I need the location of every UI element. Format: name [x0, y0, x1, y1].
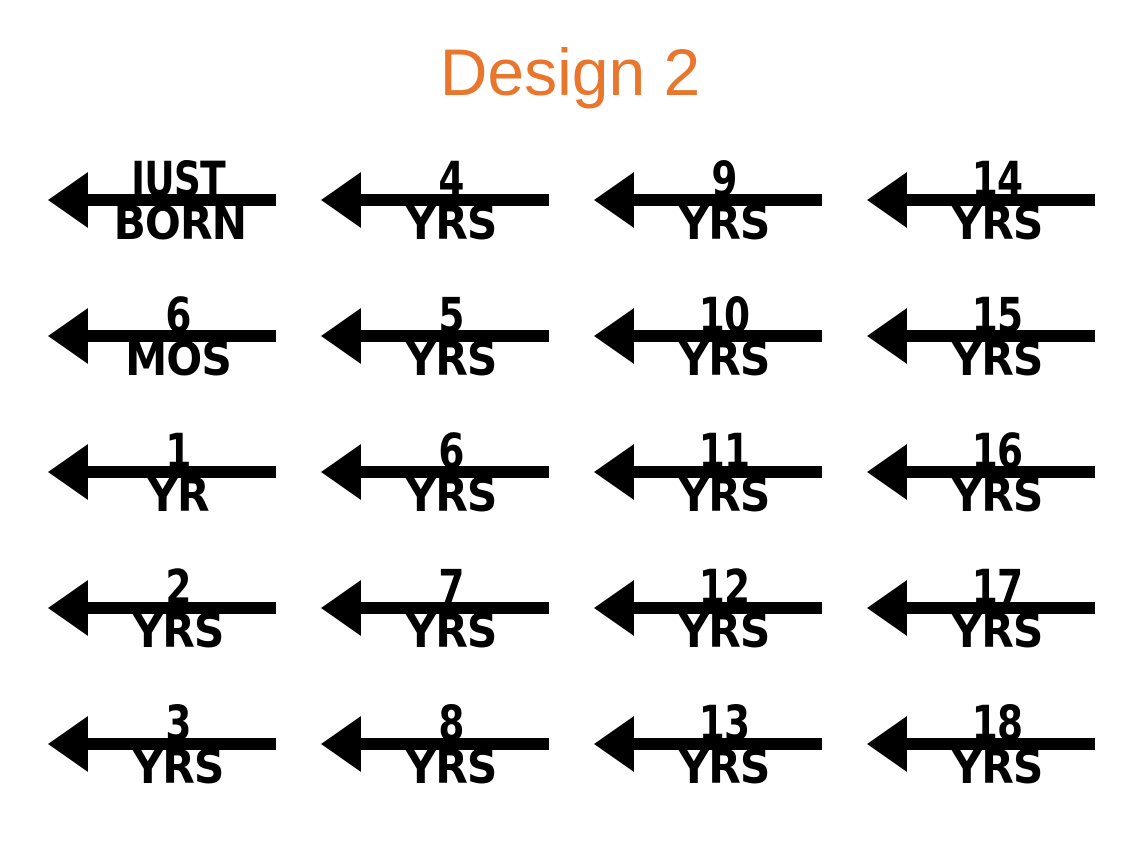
arrow-shaft [351, 466, 549, 478]
arrow-shaft [624, 738, 822, 750]
arrow-shaft [624, 602, 822, 614]
arrow-shaft [624, 194, 822, 206]
age-number-label: JUST [131, 152, 226, 208]
arrow-shaft [78, 466, 276, 478]
age-number-label: 2 [165, 560, 191, 616]
arrow-shaft [351, 330, 549, 342]
age-unit-label: YRS [678, 196, 771, 250]
age-number-label: 11 [698, 424, 750, 480]
age-number-label: 18 [971, 696, 1023, 752]
age-unit-label: YRS [405, 468, 498, 522]
arrow-shaft [78, 194, 276, 206]
age-number-label: 14 [971, 152, 1023, 208]
age-unit-label: YRS [951, 740, 1044, 794]
age-number-label: 17 [971, 560, 1023, 616]
arrow-shaft [78, 738, 276, 750]
age-number-label: 5 [438, 288, 464, 344]
age-unit-label: MOS [125, 332, 232, 386]
age-unit-label: YRS [132, 740, 225, 794]
age-unit-label: YRS [405, 604, 498, 658]
age-number-label: 3 [165, 696, 191, 752]
age-unit-label: YRS [951, 332, 1044, 386]
age-number-label: 6 [438, 424, 464, 480]
age-number-label: 12 [698, 560, 750, 616]
age-unit-label: YRS [132, 604, 225, 658]
age-unit-label: YRS [951, 604, 1044, 658]
age-unit-label: YRS [405, 196, 498, 250]
age-unit-label: YRS [405, 332, 498, 386]
arrow-shaft [897, 330, 1095, 342]
age-number-label: 16 [971, 424, 1023, 480]
age-number-label: 7 [438, 560, 464, 616]
age-unit-label: YRS [951, 468, 1044, 522]
age-unit-label: YRS [678, 604, 771, 658]
arrow-shaft [351, 194, 549, 206]
arrow-shaft [624, 330, 822, 342]
arrow-shaft [897, 602, 1095, 614]
age-number-label: 10 [698, 288, 750, 344]
age-unit-label: YRS [678, 468, 771, 522]
arrow-shaft [897, 738, 1095, 750]
arrow-shaft [351, 602, 549, 614]
arrow-shaft [78, 330, 276, 342]
arrow-shaft [897, 194, 1095, 206]
age-number-label: 1 [165, 424, 191, 480]
arrow-shaft [897, 466, 1095, 478]
age-unit-label: YR [147, 468, 209, 522]
age-number-label: 15 [971, 288, 1023, 344]
age-number-label: 13 [698, 696, 750, 752]
age-number-label: 4 [438, 152, 464, 208]
design-title: Design 2 [439, 35, 701, 109]
arrow-shaft [78, 602, 276, 614]
arrow-shaft [351, 738, 549, 750]
age-unit-label: YRS [405, 740, 498, 794]
age-number-label: 6 [165, 288, 191, 344]
age-unit-label: BORN [113, 196, 247, 250]
arrow-shaft [624, 466, 822, 478]
age-unit-label: YRS [678, 740, 771, 794]
age-unit-label: YRS [951, 196, 1044, 250]
age-number-label: 8 [438, 696, 464, 752]
age-unit-label: YRS [678, 332, 771, 386]
age-number-label: 9 [711, 152, 737, 208]
